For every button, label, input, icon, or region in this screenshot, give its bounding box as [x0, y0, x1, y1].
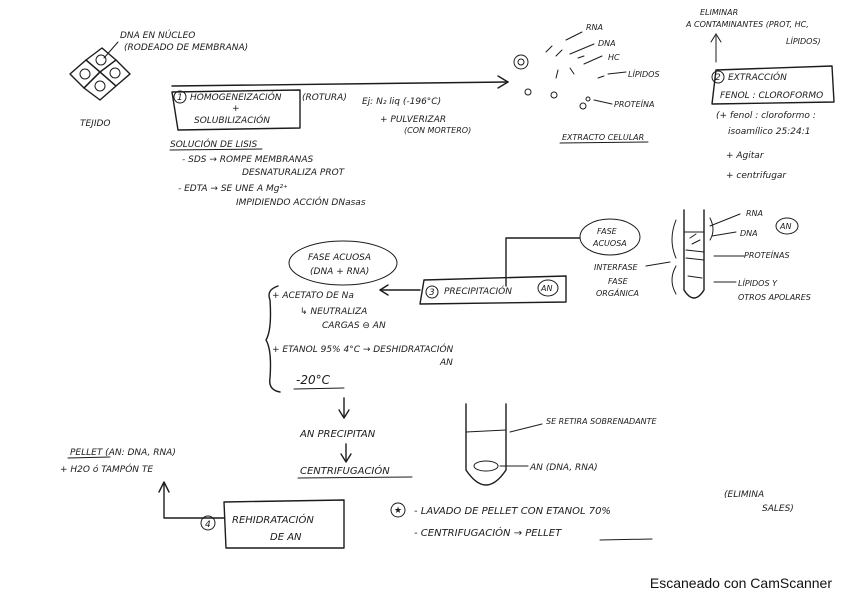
interface-label: INTERFASE [594, 263, 639, 272]
remove-contaminants-2: A CONTAMINANTES (PROT, HC, [685, 20, 809, 29]
edta-line: - EDTA → SE UNE A Mg²⁺ [178, 184, 288, 194]
pellet-line-2: + H2O ó TAMPÓN TE [60, 463, 153, 475]
remove-contaminants-3: LÍPIDOS) [786, 35, 821, 46]
star-mark: ★ [394, 506, 402, 516]
step1-title-3: SOLUBILIZACIÓN [194, 114, 270, 126]
main-arrow [171, 81, 509, 87]
reagent-brace [265, 285, 281, 393]
sds-line-2: DESNATURALIZA PROT [242, 168, 346, 178]
edta-line-2: IMPIDIENDO ACCIÓN DNasas [236, 196, 366, 208]
centrifugation-3: CENTRIFUGACIÓN [300, 464, 390, 477]
membrane-label: (RODEADO DE MEMBRANA) [124, 43, 248, 53]
neutralize-line: ↳ NEUTRALIZA [300, 307, 367, 317]
tube-dna: DNA [740, 229, 758, 238]
salts-line-2: SALES) [762, 504, 794, 514]
phase-tube [671, 209, 714, 299]
step1-number: 1 [177, 93, 183, 103]
step2-note-2: isoamílico 25:24:1 [728, 127, 811, 137]
step1-box [171, 89, 301, 131]
aqueous-phase-ellipse [579, 218, 641, 256]
pellet-an-label: AN (DNA, RNA) [529, 463, 598, 473]
pellet-tube [465, 403, 507, 486]
step4-title-1: REHIDRATACIÓN [232, 513, 314, 526]
step1-mortar: (CON MORTERO) [404, 126, 471, 135]
acetate-line: + ACETATO DE Na [272, 291, 354, 301]
step2-title-2: FENOL : CLOROFORMO [720, 91, 823, 101]
supernatant-label: SE RETIRA SOBRENADANTE [546, 417, 658, 426]
extract-hc: HC [608, 53, 620, 62]
tube-rna: RNA [746, 209, 763, 218]
step2-centrifuge: + centrifugar [726, 171, 787, 181]
pellet-line-1: PELLET (AN: DNA, RNA) [70, 448, 176, 458]
wash-line: - LAVADO DE PELLET CON ETANOL 70% [414, 506, 611, 517]
tube-lipids-1: LÍPIDOS Y [738, 277, 778, 288]
tissue-label: TEJIDO [80, 119, 111, 129]
step2-agitate: + Agitar [726, 151, 765, 161]
dna-nucleus-label: DNA EN NÚCLEO [120, 29, 195, 41]
ethanol-line: + ETANOL 95% 4°C → DESHIDRATACIÓN [272, 343, 454, 355]
aqueous-1: FASE [597, 227, 618, 236]
neutralize-line-2: CARGAS ⊖ AN [322, 321, 386, 331]
step4-up-arrow [163, 483, 225, 519]
tube-an: AN [779, 222, 791, 231]
step3-an: AN [540, 284, 552, 293]
step2-note-1: (+ fenol : cloroformo : [716, 111, 816, 121]
step4-number: 4 [205, 520, 211, 530]
step4-box [200, 499, 345, 549]
step2-box [711, 65, 835, 105]
cell-extract-sketch [513, 31, 627, 110]
extract-rna: RNA [586, 23, 603, 32]
step3-number: 3 [429, 288, 435, 298]
step1-title-1: HOMOGENEIZACIÓN [190, 91, 282, 103]
tube-lipids-2: OTROS APOLARES [738, 293, 811, 302]
extract-label: EXTRACTO CELULAR [562, 133, 644, 142]
salts-line: (ELIMINA [724, 490, 764, 500]
an-precipitate: AN PRECIPITAN [299, 429, 376, 440]
centrifuge-pellet: - CENTRIFUGACIÓN → PELLET [414, 526, 562, 539]
step3-aqueous-ellipse [288, 240, 398, 286]
extract-dna: DNA [598, 39, 616, 48]
step1-pulverize: + PULVERIZAR [380, 115, 446, 125]
tissue-cells [69, 41, 131, 101]
organic-2: ORGÁNICA [596, 287, 639, 298]
step2-number: 2 [715, 73, 721, 83]
step1-n2: Ej: N₂ liq (-196°C) [362, 97, 441, 107]
step1-title-2: + [232, 104, 240, 114]
step1-rotura: (ROTURA) [302, 93, 347, 103]
extract-protein: PROTEÍNA [614, 98, 654, 109]
ethanol-line-2: AN [439, 358, 453, 368]
scanner-footer: Escaneado con CamScanner [649, 575, 832, 591]
extract-lipids: LÍPIDOS [628, 68, 660, 79]
step3-aqueous-2: (DNA + RNA) [310, 267, 369, 277]
aqueous-2: ACUOSA [592, 239, 627, 248]
step3-aqueous-1: FASE ACUOSA [308, 253, 371, 263]
step2-title-1: EXTRACCIÓN [728, 71, 787, 83]
step4-title-2: DE AN [270, 532, 302, 543]
sds-line: - SDS → ROMPE MEMBRANAS [182, 155, 313, 165]
step3-title: PRECIPITACIÓN [444, 285, 512, 297]
aqueous-to-step3-arrow [505, 237, 581, 287]
lysis-title: SOLUCIÓN DE LISIS [170, 138, 258, 150]
step3-box [419, 275, 567, 305]
organic-1: FASE [608, 277, 629, 286]
remove-contaminants-1: ELIMINAR [700, 8, 738, 17]
tube-proteins: PROTEÍNAS [744, 249, 790, 260]
cold-temp: -20°C [296, 373, 331, 387]
